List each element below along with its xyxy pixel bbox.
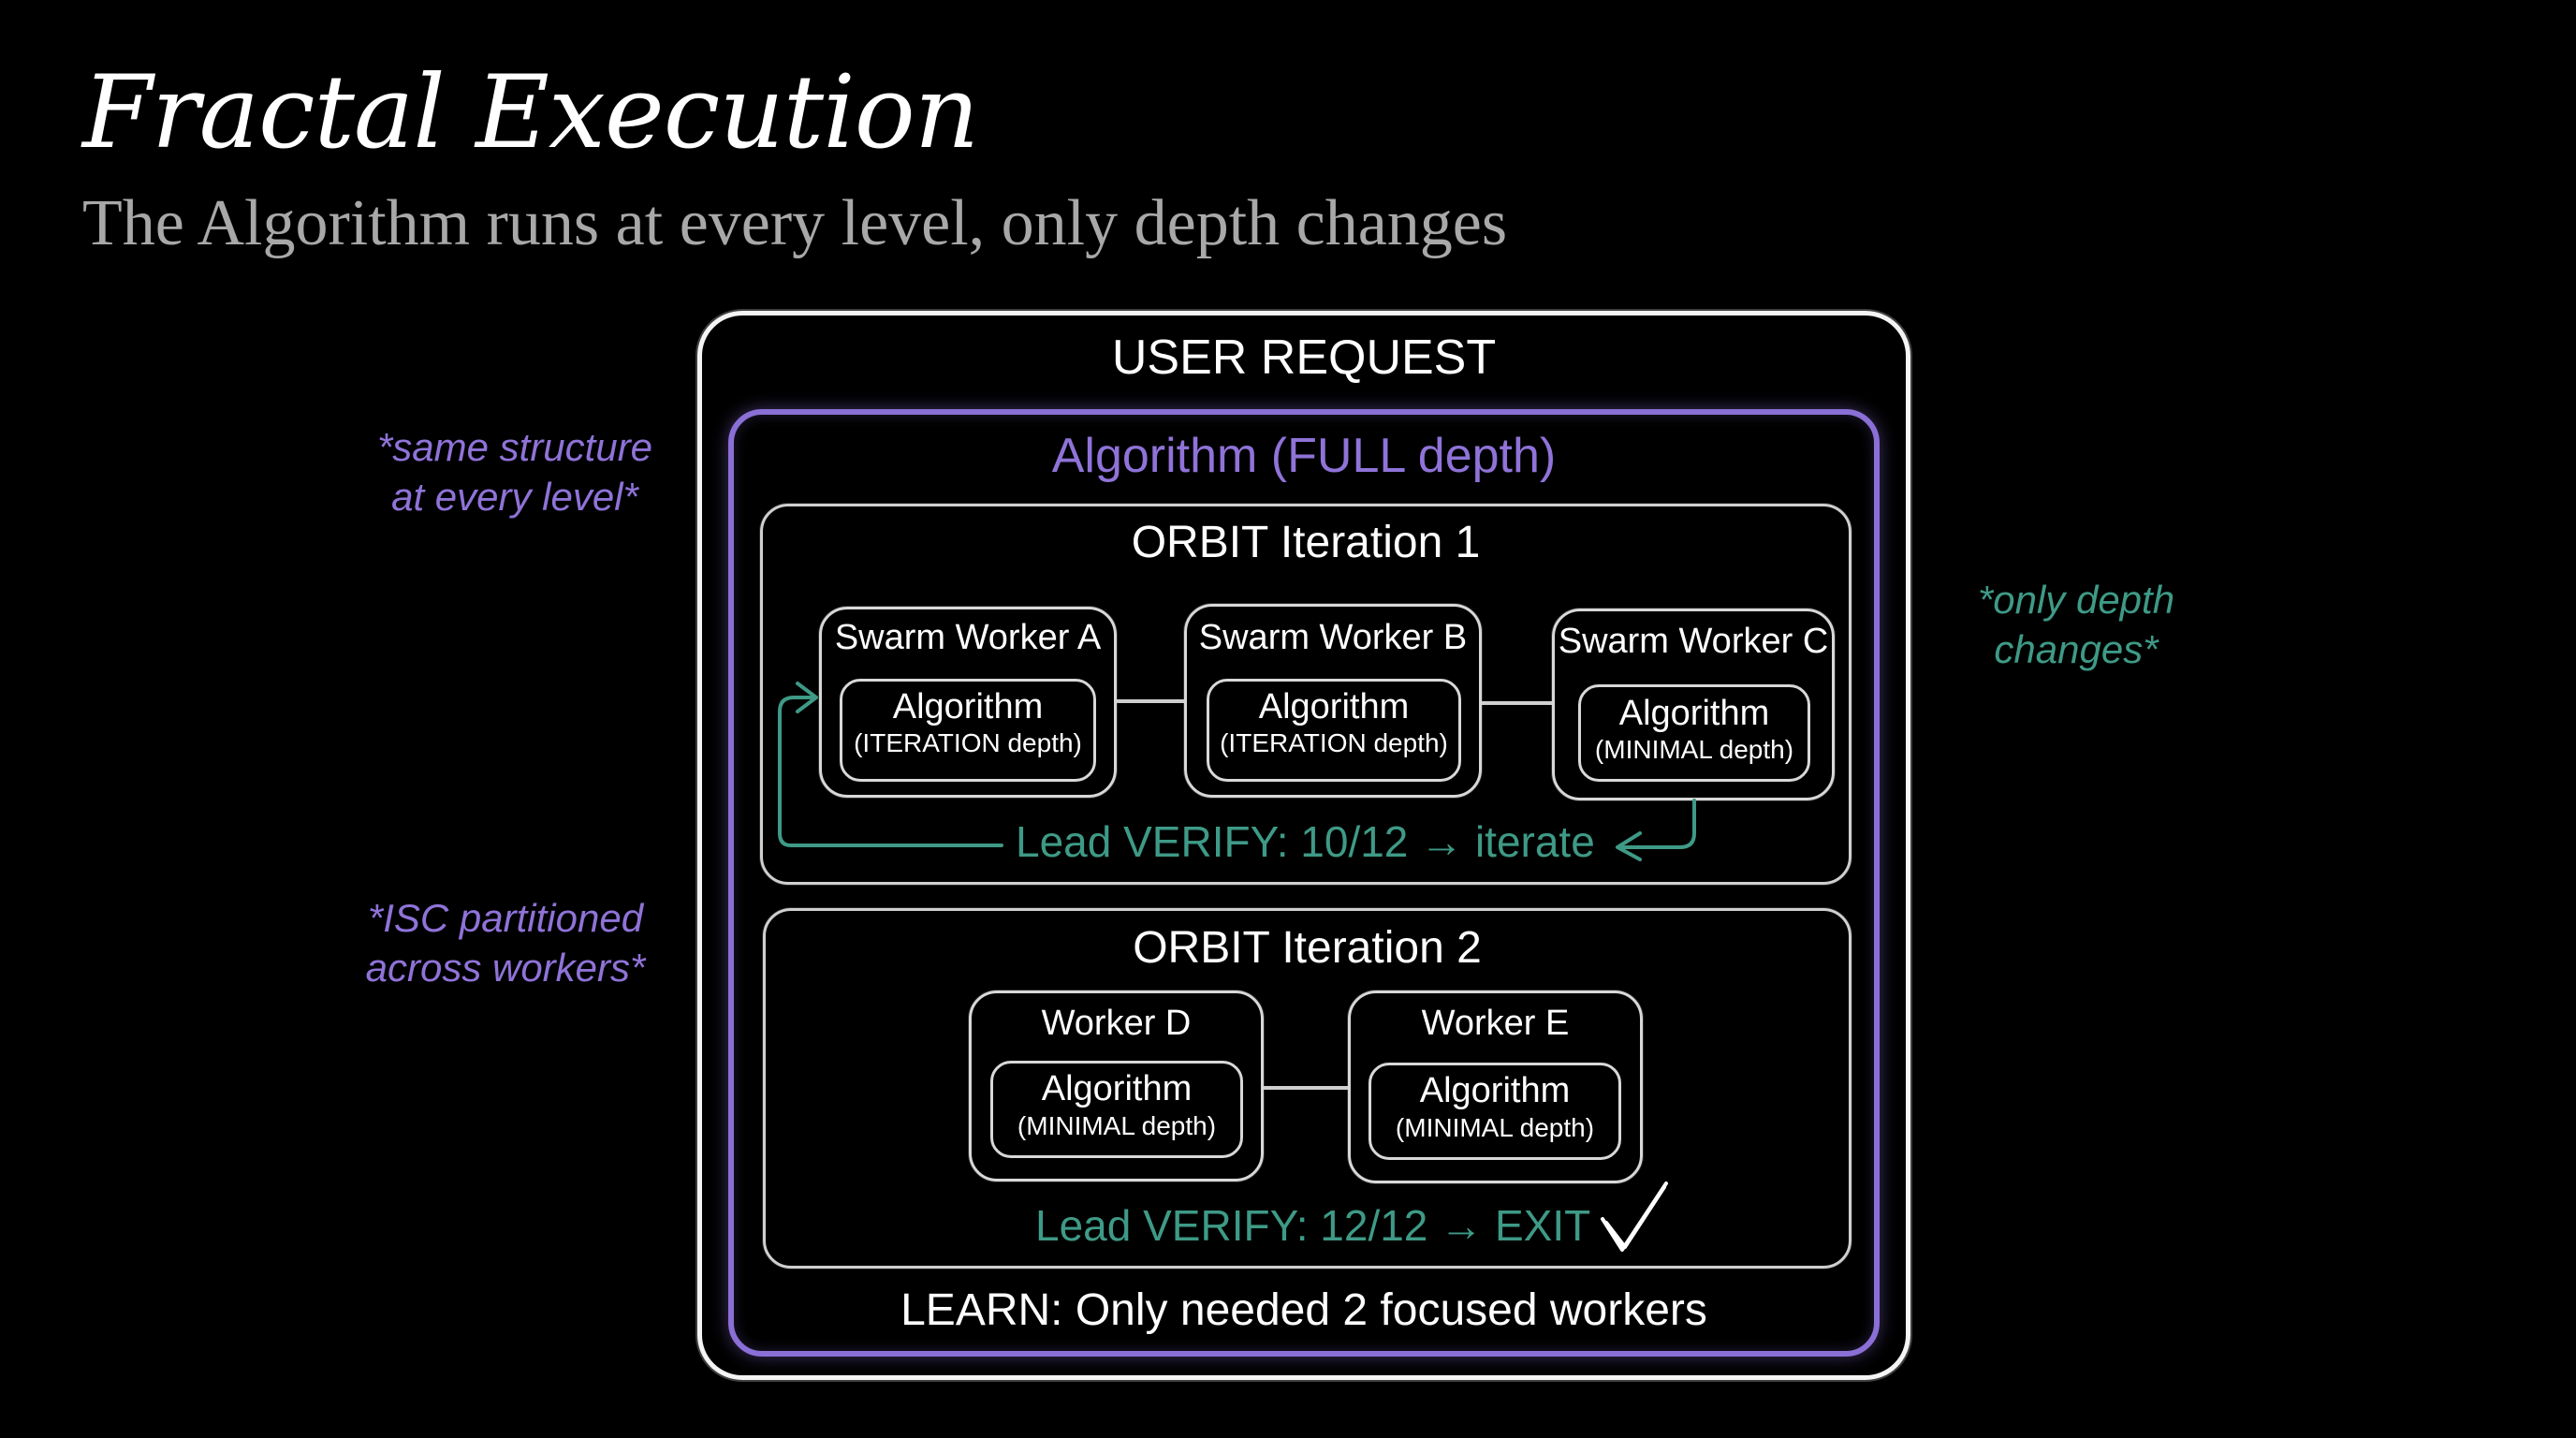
annotation-line: *ISC partitioned	[367, 896, 644, 940]
user-request-box	[697, 311, 1910, 1380]
worker-d	[969, 990, 1264, 1181]
annotation-same-structure: *same structure at every level*	[346, 423, 683, 521]
algorithm-label: Algorithm	[892, 687, 1044, 726]
worker-e	[1348, 990, 1643, 1183]
annotation-line: *only depth	[1977, 578, 2175, 622]
annotation-line: at every level*	[391, 474, 638, 519]
worker-connector	[1482, 701, 1552, 705]
orbit-iteration-1-box	[760, 504, 1852, 885]
annotation-line: changes*	[1994, 626, 2159, 671]
orbit-iteration-2-box	[763, 908, 1852, 1269]
lead-verify-iteration-1: Lead VERIFY: 10/12 → iterate	[1016, 817, 1595, 866]
orbit-iteration-1-label: ORBIT Iteration 1	[1131, 518, 1481, 567]
worker-label: Worker E	[1421, 1004, 1570, 1043]
user-request-label: USER REQUEST	[1111, 330, 1497, 385]
checkmark-icon	[1601, 1181, 1668, 1252]
algorithm-label: Algorithm	[1618, 694, 1770, 733]
algorithm-box	[1578, 684, 1810, 782]
annotation-isc-partitioned: *ISC partitioned across workers*	[328, 894, 683, 992]
slide-subtitle: The Algorithm runs at every level, only …	[82, 187, 1508, 259]
worker-label: Swarm Worker C	[1558, 622, 1829, 661]
algorithm-label: Algorithm	[1258, 687, 1410, 726]
algorithm-box	[1207, 679, 1461, 782]
orbit-iteration-2-label: ORBIT Iteration 2	[1133, 923, 1482, 973]
depth-label: (MINIMAL depth)	[1017, 1111, 1217, 1140]
slide-title: Fractal Execution	[82, 54, 979, 171]
depth-label: (MINIMAL depth)	[1594, 735, 1794, 764]
algorithm-box	[840, 679, 1096, 782]
depth-label: (ITERATION depth)	[1220, 728, 1448, 757]
algorithm-box	[990, 1061, 1243, 1158]
annotation-only-depth: *only depth changes*	[1936, 576, 2217, 674]
lead-verify-iteration-2: Lead VERIFY: 12/12 → EXIT	[1035, 1201, 1591, 1250]
learn-label: LEARN: Only needed 2 focused workers	[900, 1285, 1707, 1335]
swarm-worker-b	[1184, 604, 1482, 798]
algorithm-label: Algorithm	[1419, 1071, 1571, 1110]
loop-back-arrow-icon	[778, 682, 1696, 861]
annotation-line: across workers*	[365, 945, 646, 990]
algorithm-label: Algorithm	[1041, 1069, 1193, 1108]
swarm-worker-a	[819, 607, 1117, 798]
worker-label: Swarm Worker A	[834, 618, 1102, 657]
depth-label: (MINIMAL depth)	[1395, 1113, 1595, 1142]
algorithm-full-label: Algorithm (FULL depth)	[1051, 429, 1557, 483]
worker-label: Worker D	[1041, 1004, 1192, 1043]
annotation-line: *same structure	[376, 425, 653, 469]
worker-connector	[1117, 699, 1184, 703]
worker-connector	[1264, 1086, 1348, 1090]
worker-label: Swarm Worker B	[1198, 618, 1468, 657]
algorithm-full-box	[728, 409, 1880, 1357]
depth-label: (ITERATION depth)	[854, 728, 1082, 757]
algorithm-box	[1368, 1063, 1621, 1160]
